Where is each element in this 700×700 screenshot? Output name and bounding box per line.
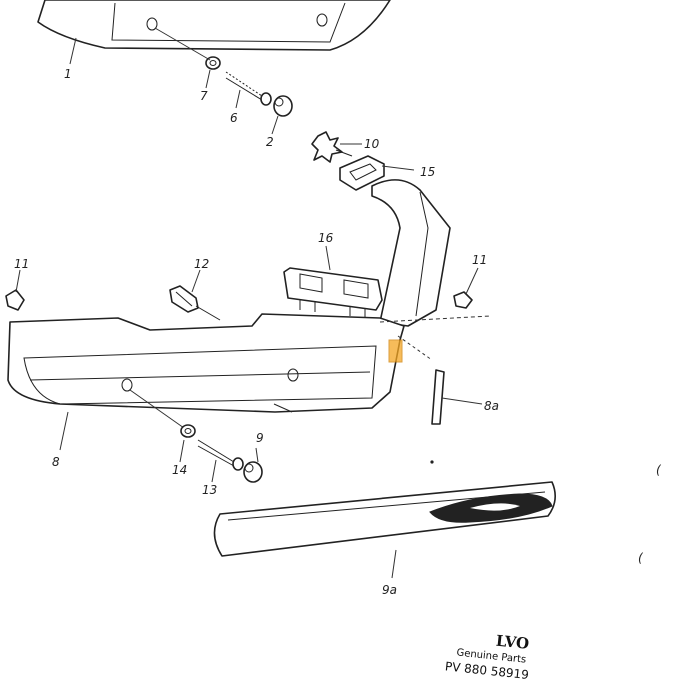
- part-11-left-clip: [5, 289, 25, 311]
- scan-dot: [430, 460, 434, 464]
- scan-mark: (: [656, 463, 662, 477]
- brand-logo-text: LVO: [495, 632, 530, 653]
- label-16: 16: [318, 231, 334, 245]
- part-9a-trim-strip: [213, 481, 556, 557]
- label-7: 7: [200, 89, 208, 103]
- label-2: 2: [266, 135, 274, 149]
- part-8-armrest: [7, 179, 451, 413]
- label-9: 9: [256, 431, 264, 445]
- label-10: 10: [364, 137, 380, 151]
- label-15: 15: [420, 165, 435, 179]
- label-13: 13: [202, 483, 217, 497]
- label-1: 1: [64, 67, 72, 81]
- part-8a-pin: [431, 369, 445, 425]
- label-12: 12: [194, 257, 209, 271]
- footer-branding: LVO Genuine Parts PV 880 58919: [444, 632, 530, 683]
- part-12-clip: [169, 285, 221, 321]
- label-8: 8: [52, 455, 60, 469]
- leader-lines: [15, 37, 483, 579]
- label-8a: 8a: [484, 399, 499, 413]
- label-11-left: 11: [14, 257, 29, 271]
- part-16-switch-block: [283, 267, 383, 318]
- scan-mark: (: [638, 551, 644, 565]
- part-6-screw: [225, 71, 272, 106]
- part-9-plug: [243, 461, 263, 483]
- label-14: 14: [172, 463, 187, 477]
- label-6: 6: [230, 111, 238, 125]
- part-13-screw: [197, 439, 244, 471]
- part-1-upper-armrest: [37, 0, 391, 51]
- part-10-clip: [311, 131, 353, 163]
- part-15-knob: [339, 155, 385, 191]
- highlighted-part-marker[interactable]: [388, 339, 403, 363]
- label-11-right: 11: [472, 253, 487, 267]
- label-9a: 9a: [382, 583, 397, 597]
- part-14-washer: [180, 424, 196, 438]
- part-11-right-clip: [453, 291, 473, 309]
- part-2-plug: [273, 95, 293, 117]
